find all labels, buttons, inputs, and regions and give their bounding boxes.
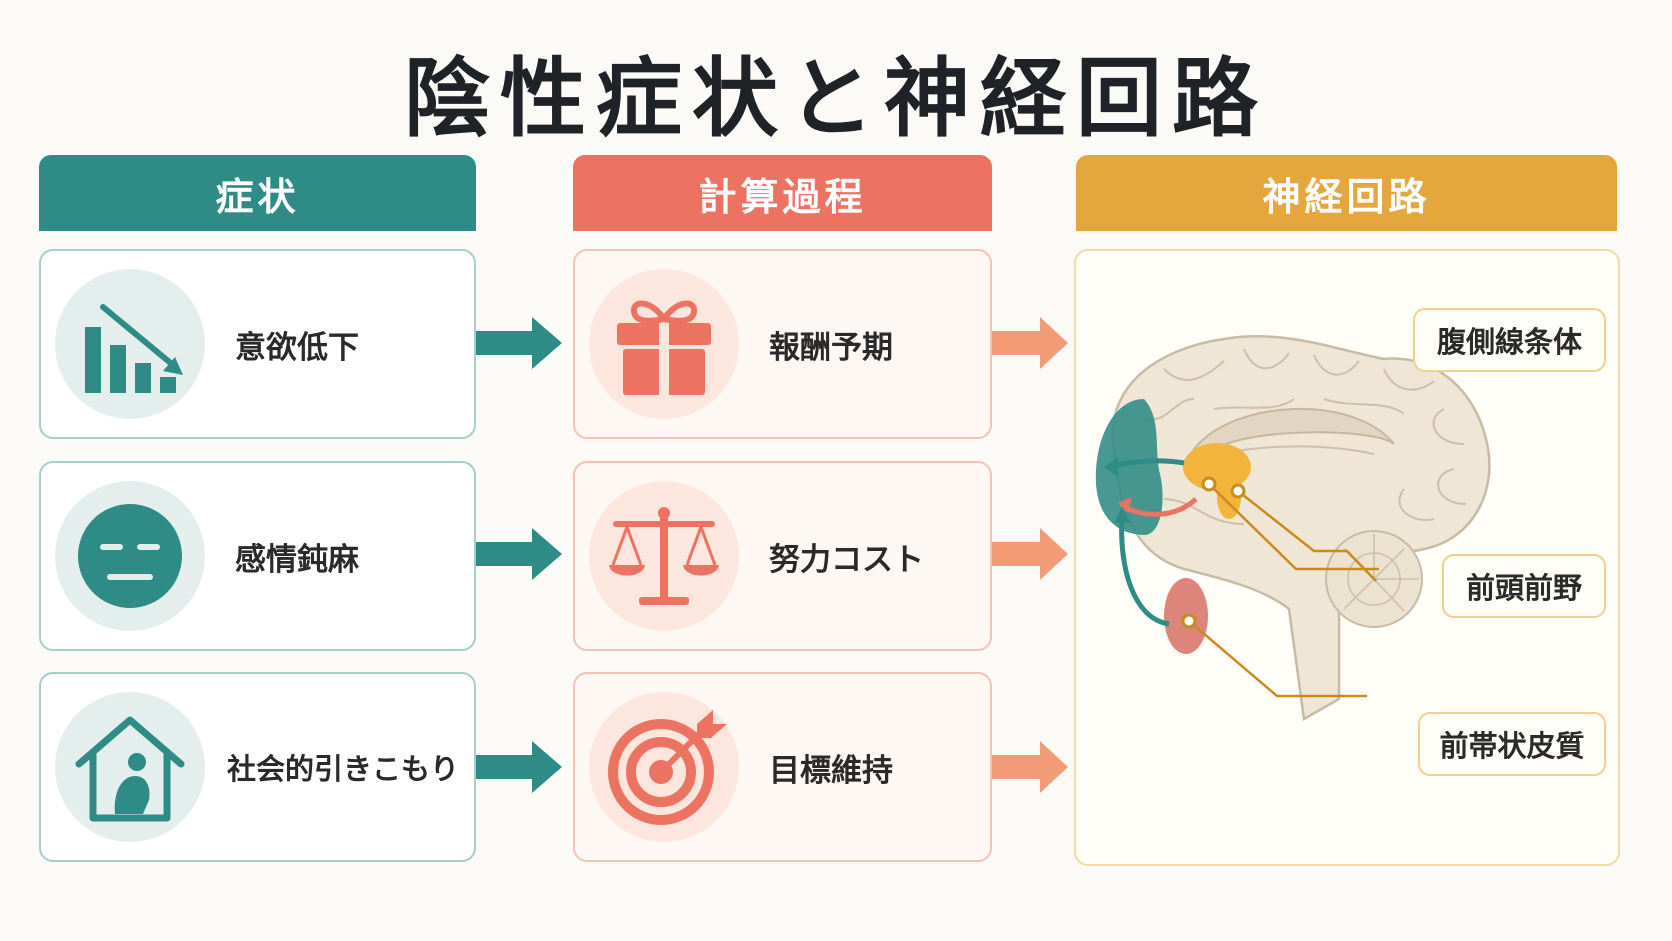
balance-scale-icon: [589, 481, 739, 631]
target-arrow-icon: [589, 692, 739, 842]
arrow-right-icon: [992, 741, 1068, 793]
process-label: 目標維持: [769, 752, 893, 789]
region-label-acc: 前帯状皮質: [1418, 712, 1606, 776]
prefrontal-region: [1095, 399, 1163, 535]
declining-bar-chart-icon: [55, 269, 205, 419]
symptom-label: 感情鈍麻: [235, 541, 359, 578]
region-label-prefrontal: 前頭前野: [1442, 554, 1606, 618]
person-in-house-icon: [55, 692, 205, 842]
symptom-card-affect: 感情鈍麻: [39, 461, 476, 651]
column-header-circuit: 神経回路: [1076, 155, 1617, 231]
region-label-striatum: 腹側線条体: [1413, 308, 1606, 372]
arrow-right-icon: [992, 528, 1068, 580]
arrow-right-icon: [476, 528, 562, 580]
arrow-right-icon: [476, 741, 562, 793]
symptom-label: 社会的引きこもり: [227, 752, 460, 786]
symptom-card-withdrawal: 社会的引きこもり: [39, 672, 476, 862]
process-label: 努力コスト: [769, 541, 924, 578]
striatum-region: [1183, 443, 1251, 491]
process-card-goal: 目標維持: [573, 672, 992, 862]
process-card-reward: 報酬予期: [573, 249, 992, 439]
symptom-label: 意欲低下: [235, 329, 359, 366]
page-title: 陰性症状と神経回路: [404, 49, 1268, 149]
gift-box-icon: [589, 269, 739, 419]
brain-outline: [1111, 335, 1491, 722]
arrow-right-icon: [992, 317, 1068, 369]
column-header-process: 計算過程: [573, 155, 992, 231]
symptom-card-motivation: 意欲低下: [39, 249, 476, 439]
arrow-right-icon: [476, 317, 562, 369]
column-header-symptom: 症状: [39, 155, 476, 231]
brain-diagram: [1095, 335, 1491, 722]
process-card-effort: 努力コスト: [573, 461, 992, 651]
process-label: 報酬予期: [769, 329, 893, 366]
neutral-face-icon: [55, 481, 205, 631]
